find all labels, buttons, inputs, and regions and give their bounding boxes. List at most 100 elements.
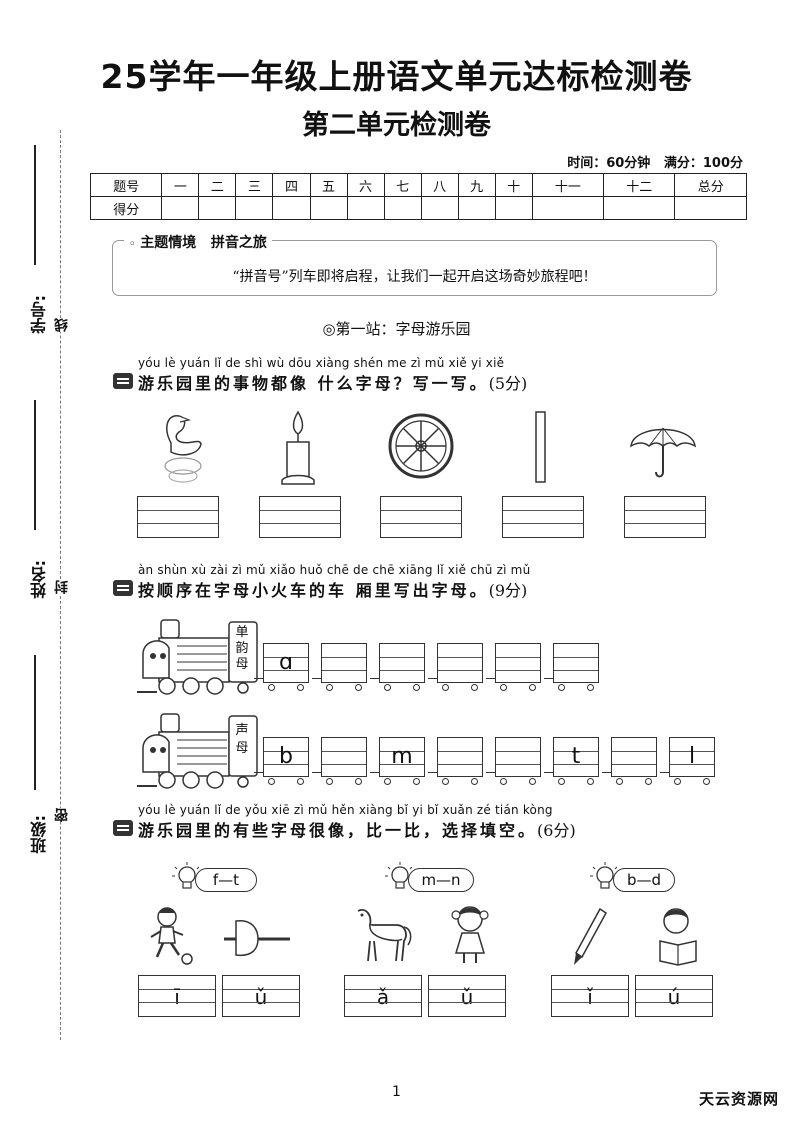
score-input-cell[interactable] xyxy=(420,196,459,220)
q3-fill-box[interactable]: ī xyxy=(138,975,216,1017)
train1-label-char: 单 xyxy=(235,625,249,640)
q1-answer-box[interactable] xyxy=(502,496,584,538)
train2-car[interactable]: t xyxy=(544,737,599,785)
score-cell: 七 xyxy=(383,173,422,197)
score-cell: 题号 xyxy=(89,173,163,197)
q1-answer-box[interactable] xyxy=(137,496,219,538)
train1-label-char: 韵 xyxy=(235,641,249,656)
score-input-cell[interactable] xyxy=(603,196,676,220)
train1-label: 单 韵 母 xyxy=(230,625,254,673)
score-cell: 总分 xyxy=(674,173,747,197)
train2-car[interactable]: l xyxy=(660,737,715,785)
score-cell: 九 xyxy=(457,173,496,197)
train1-label-char: 母 xyxy=(235,657,249,672)
hint-bubble: m—n xyxy=(408,868,474,892)
q3-fill-box[interactable]: ǎ xyxy=(344,975,422,1017)
train2-label-char: 母 xyxy=(235,741,249,756)
q3-fill-box[interactable]: ǐ xyxy=(551,975,629,1017)
train2-car[interactable] xyxy=(486,737,541,785)
score-input-cell[interactable] xyxy=(494,196,533,220)
score-cell: 六 xyxy=(346,173,385,197)
train2-car[interactable]: b xyxy=(254,737,309,785)
score-cell: 一 xyxy=(161,173,200,197)
score-input-cell[interactable] xyxy=(674,196,747,220)
hint-text: f—t xyxy=(212,871,240,889)
hint-bubble: b—d xyxy=(613,868,675,892)
score-cell: 四 xyxy=(272,173,311,197)
score-input-cell[interactable] xyxy=(309,196,348,220)
score-input-cell[interactable] xyxy=(235,196,274,220)
train2-label: 声 母 xyxy=(230,722,254,758)
reading-girl-icon xyxy=(659,908,697,966)
stick-icon xyxy=(535,411,546,483)
train1-car[interactable] xyxy=(544,643,599,691)
train2-car[interactable]: m xyxy=(370,737,425,785)
class-line xyxy=(34,655,36,790)
q3-fill-box[interactable]: ǔ xyxy=(428,975,506,1017)
q2-score: (9分) xyxy=(488,581,528,600)
train1-car[interactable] xyxy=(428,643,483,691)
theme-box xyxy=(112,240,717,296)
q2-text: 按顺序在字母小火车的车 厢里写出字母。(9分) xyxy=(138,577,527,601)
score-cell: 三 xyxy=(235,173,274,197)
q3-fill-vowel: ǎ xyxy=(376,985,390,1009)
q3-fill-vowel: ǐ xyxy=(587,985,593,1009)
lightbulb-icon xyxy=(590,862,618,889)
page-number: 1 xyxy=(392,1084,401,1100)
hint-text: m—n xyxy=(421,871,461,889)
train1-car[interactable] xyxy=(370,643,425,691)
full-score: 满分：100分 xyxy=(663,156,743,171)
hint-text: b—d xyxy=(626,871,662,889)
q1-answer-box[interactable] xyxy=(624,496,706,538)
q2-pinyin: àn shùn xù zài zì mǔ xiǎo huǒ chē de chē… xyxy=(138,563,531,577)
q3-fill-vowel: ǔ xyxy=(254,985,268,1009)
seal-seal-char: 封 xyxy=(52,580,72,594)
train2-car-letter: m xyxy=(391,744,413,769)
q3-fill-vowel: ǔ xyxy=(460,985,474,1009)
q1-answer-box[interactable] xyxy=(259,496,341,538)
horse-icon xyxy=(357,909,412,962)
train2-car[interactable] xyxy=(428,737,483,785)
q3-number-badge xyxy=(113,820,133,836)
time-score-info: 时间：60分钟 满分：100分 xyxy=(567,152,743,171)
page-title: 25学年一年级上册语文单元达标检测卷 xyxy=(100,57,693,96)
train2-car-letter: t xyxy=(571,744,581,769)
train2-car[interactable] xyxy=(602,737,657,785)
score-cell: 十二 xyxy=(603,173,676,197)
score-input-cell[interactable] xyxy=(457,196,496,220)
score-input-cell[interactable] xyxy=(198,196,237,220)
q1-answer-box[interactable] xyxy=(380,496,462,538)
train2-car-letter: l xyxy=(688,744,696,769)
page-subtitle: 第二单元检测卷 xyxy=(302,110,491,141)
train2-car[interactable] xyxy=(312,737,367,785)
score-cell: 八 xyxy=(420,173,459,197)
theme-heading-title: 拼音之旅 xyxy=(210,235,267,251)
score-input-cell[interactable] xyxy=(383,196,422,220)
theme-text: “拼音号”列车即将启程，让我们一起开启这场奇妙旅程吧！ xyxy=(232,269,597,285)
train1-car[interactable] xyxy=(486,643,541,691)
score-input-cell[interactable] xyxy=(531,196,605,220)
train2-label-char: 声 xyxy=(235,723,249,738)
q2-number-badge xyxy=(113,580,133,596)
score-input-cell[interactable] xyxy=(272,196,311,220)
score-input-cell[interactable] xyxy=(346,196,385,220)
score-cell: 十 xyxy=(494,173,533,197)
train1-car[interactable]: ɑ xyxy=(254,643,309,691)
train1-car-letter: ɑ xyxy=(279,650,293,675)
station-title: ◎第一站：字母游乐园 xyxy=(322,320,471,338)
score-input-cell[interactable] xyxy=(161,196,200,220)
name-line xyxy=(34,400,36,530)
time-limit: 时间：60分钟 xyxy=(567,156,651,171)
watermark: 天云资源网 xyxy=(698,1090,779,1108)
train2-car-letter: b xyxy=(279,744,293,769)
locomotive-icon xyxy=(137,619,258,695)
score-table-header-row: 题号 一 二 三 四 五 六 七 八 九 十 十一 十二 总分 xyxy=(89,173,747,197)
train1-car[interactable] xyxy=(312,643,367,691)
q3-fill-box[interactable]: ú xyxy=(635,975,713,1017)
seal-secret-char: 密 xyxy=(52,808,72,822)
score-table: 题号 一 二 三 四 五 六 七 八 九 十 十一 十二 总分 得分 xyxy=(89,173,747,220)
locomotive-icon xyxy=(137,713,258,789)
q3-fill-box[interactable]: ǔ xyxy=(222,975,300,1017)
pencil-icon xyxy=(574,907,607,965)
q1-question: 游乐园里的事物都像 什么字母？写一写。 xyxy=(138,374,489,393)
